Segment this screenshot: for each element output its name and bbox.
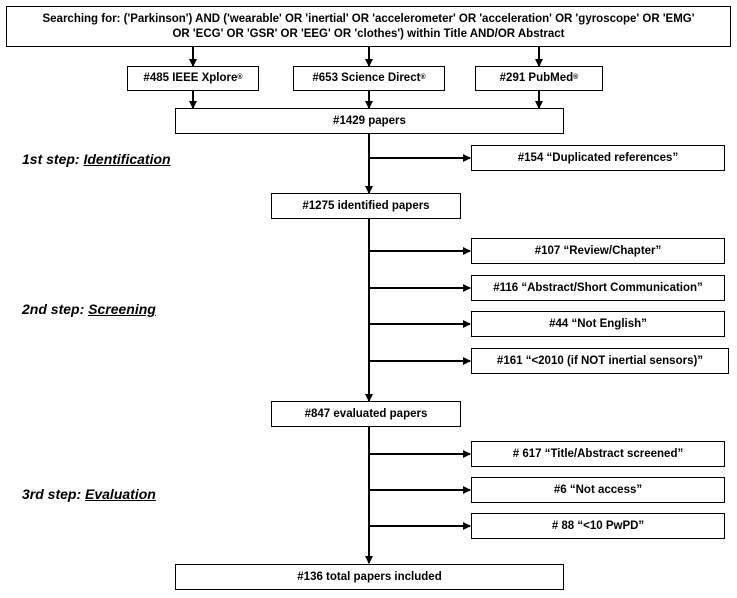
step-identification-label: 1st step: Identification xyxy=(22,151,171,167)
total-papers-box: #1429 papers xyxy=(175,108,564,134)
registered-mark: ® xyxy=(420,74,426,82)
step-prefix: 2nd step: xyxy=(22,301,89,317)
search-query-line1: Searching for: ('Parkinson') AND ('weara… xyxy=(42,13,695,26)
step-evaluation-label: 3rd step: Evaluation xyxy=(22,486,156,502)
registered-mark: ® xyxy=(237,74,243,82)
source-ieee-label: #485 IEEE Xplore xyxy=(143,72,238,85)
exclusion-abstract-box: #116 “Abstract/Short Communication” xyxy=(471,275,725,301)
included-papers-box: #136 total papers included xyxy=(175,564,564,590)
exclusion-duplicates-box: #154 “Duplicated references” xyxy=(471,145,725,171)
step-prefix: 3rd step: xyxy=(22,486,86,502)
step-name: Screening xyxy=(88,301,156,317)
exclusion-not-access-box: #6 “Not access” xyxy=(471,477,725,503)
step-name: Identification xyxy=(83,151,171,167)
exclusion-title-abstract-box: # 617 “Title/Abstract screened” xyxy=(471,441,725,467)
exclusion-pwpd-box: # 88 “<10 PwPD” xyxy=(471,513,725,539)
search-query-line2: OR 'ECG' OR 'GSR' OR 'EEG' OR 'clothes')… xyxy=(172,27,565,40)
source-sciencedirect-box: #653 Science Direct® xyxy=(293,66,445,91)
step-prefix: 1st step: xyxy=(22,151,84,167)
evaluated-papers-box: #847 evaluated papers xyxy=(271,401,461,427)
exclusion-review-box: #107 “Review/Chapter” xyxy=(471,238,725,264)
source-pubmed-label: #291 PubMed xyxy=(499,72,574,85)
step-name: Evaluation xyxy=(85,486,156,502)
registered-mark: ® xyxy=(573,74,579,82)
step-screening-label: 2nd step: Screening xyxy=(22,301,156,317)
exclusion-2010-box: #161 “<2010 (if NOT inertial sensors)” xyxy=(471,348,729,374)
source-sciencedirect-label: #653 Science Direct xyxy=(312,72,421,85)
exclusion-english-box: #44 “Not English” xyxy=(471,311,725,337)
search-query-box: Searching for: ('Parkinson') AND ('weara… xyxy=(6,6,731,47)
source-ieee-box: #485 IEEE Xplore® xyxy=(127,66,259,91)
identified-papers-box: #1275 identified papers xyxy=(271,193,461,219)
source-pubmed-box: #291 PubMed® xyxy=(475,66,603,91)
